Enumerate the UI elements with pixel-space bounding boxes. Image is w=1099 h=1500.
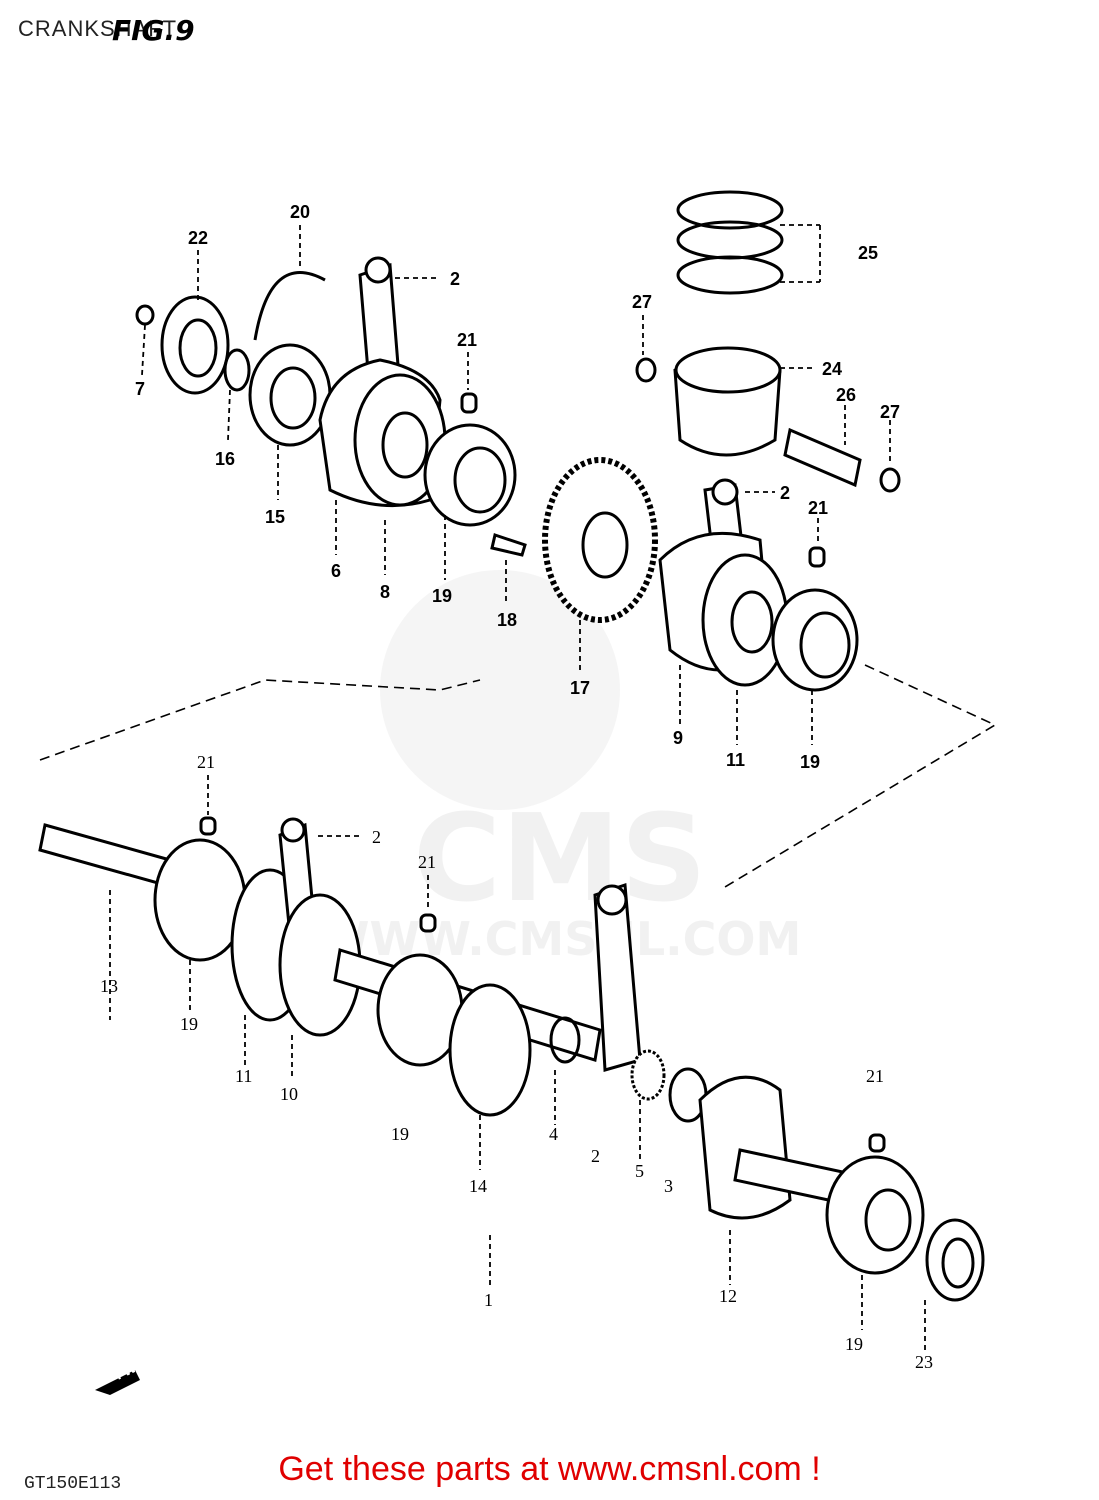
part-21-dowel-right (808, 546, 826, 568)
callout-1: 1 (484, 1290, 493, 1310)
callout-11: 11 (726, 750, 745, 770)
callout-7: 7 (135, 379, 145, 399)
part-13-shaft (38, 823, 172, 887)
callout-2-lower-b: 2 (591, 1146, 600, 1166)
watermark: CMS WWW.CMSNL.COM (319, 570, 802, 966)
figure-label: FIG.9 (112, 14, 195, 47)
watermark-brand: CMS (413, 790, 707, 929)
part-21-dowel-lower-c (868, 1133, 886, 1153)
part-21-dowel-lower-b (419, 913, 437, 933)
part-27-circlip-right (879, 467, 901, 493)
upper-assembly (135, 190, 901, 692)
part-21-dowel-lower-a (199, 816, 217, 836)
dashed-reference-box (39, 664, 997, 891)
callout-18: 18 (497, 610, 517, 630)
part-20-c-ring (253, 271, 326, 341)
callout-10: 10 (280, 1084, 298, 1104)
parts-link[interactable]: Get these parts at www.cmsnl.com ! (278, 1450, 821, 1488)
callout-21: 21 (457, 330, 477, 350)
header-title: CRANKSHAFT (18, 16, 178, 41)
diagram-code: GT150E113 (24, 1474, 122, 1494)
callout-20: 20 (290, 202, 310, 222)
callout-21-lower-c: 21 (866, 1066, 884, 1086)
callout-19: 19 (432, 586, 452, 606)
part-18-bolt (490, 533, 527, 557)
callout-12: 12 (719, 1286, 737, 1306)
callout-2-lower: 2 (372, 827, 381, 847)
callout-8: 8 (380, 582, 390, 602)
lower-assembly (38, 816, 985, 1302)
callout-19-lower-b: 19 (391, 1124, 409, 1144)
part-3-web (698, 1075, 792, 1220)
callout-9: 9 (673, 728, 683, 748)
part-5-needle-bearing (630, 1049, 666, 1101)
leader-lines (109, 224, 926, 1350)
callout-23: 23 (915, 1352, 933, 1372)
callout-6: 6 (331, 561, 341, 581)
callout-19-lower-c: 19 (845, 1334, 863, 1354)
part-27-circlip (635, 357, 657, 383)
part-25-piston-ring (676, 190, 784, 230)
callouts-upper: 22 20 2 7 16 15 6 8 21 19 18 17 25 27 24… (135, 202, 900, 772)
callout-24: 24 (822, 359, 842, 379)
callout-19-right: 19 (800, 752, 820, 772)
callout-11-lower: 11 (235, 1066, 252, 1086)
callout-16: 16 (215, 449, 235, 469)
watermark-url: WWW.CMSNL.COM (319, 912, 802, 966)
part-7-washer (135, 304, 155, 326)
callout-14: 14 (469, 1176, 487, 1196)
callout-5: 5 (635, 1161, 644, 1181)
part-16-circlip (223, 348, 251, 392)
callout-3: 3 (664, 1176, 673, 1196)
callout-4: 4 (549, 1124, 558, 1144)
callout-27-right: 27 (880, 402, 900, 422)
fwd-arrow-icon: FWD (95, 1357, 148, 1395)
callout-22: 22 (188, 228, 208, 248)
callout-27: 27 (632, 292, 652, 312)
part-14-web (448, 983, 532, 1117)
callouts-lower: 21 2 21 13 19 11 10 19 14 4 2 5 3 21 1 1… (100, 752, 933, 1372)
callout-19-lower: 19 (180, 1014, 198, 1034)
callout-15: 15 (265, 507, 285, 527)
callout-13: 13 (100, 976, 118, 996)
callout-2: 2 (450, 269, 460, 289)
part-26-piston-pin (783, 427, 862, 488)
callout-21-lower-b: 21 (418, 852, 436, 872)
callout-17: 17 (570, 678, 590, 698)
callout-21-right: 21 (808, 498, 828, 518)
part-21-dowel (460, 392, 478, 414)
callout-2-right: 2 (780, 483, 790, 503)
callout-25: 25 (858, 243, 878, 263)
part-4-ring (549, 1016, 581, 1064)
callout-26: 26 (836, 385, 856, 405)
callout-21-lower: 21 (197, 752, 215, 772)
